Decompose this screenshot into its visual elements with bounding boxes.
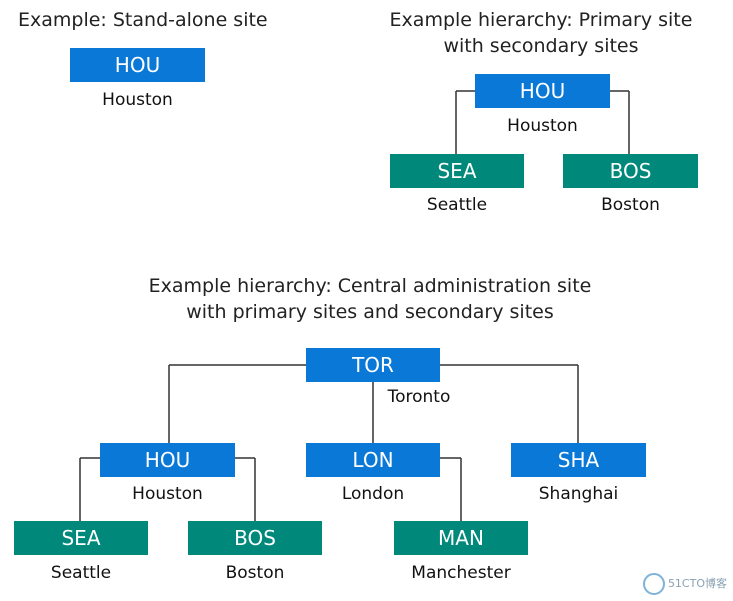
site-box-central-bos: BOS bbox=[188, 521, 322, 555]
title-central-hierarchy: Example hierarchy: Central administratio… bbox=[100, 273, 640, 325]
title-primary-line2: with secondary sites bbox=[443, 35, 639, 57]
site-label-primary-seattle: Seattle bbox=[426, 195, 488, 215]
site-box-standalone-hou: HOU bbox=[70, 48, 205, 82]
wave-logo-icon bbox=[642, 573, 665, 595]
site-label-central-london: London bbox=[341, 484, 405, 504]
title-standalone: Example: Stand-alone site bbox=[18, 9, 268, 31]
site-box-central-tor: TOR bbox=[306, 348, 440, 382]
site-label-central-boston: Boston bbox=[225, 563, 285, 583]
site-box-central-man: MAN bbox=[394, 521, 528, 555]
site-box-central-sha: SHA bbox=[511, 443, 646, 477]
site-label-primary-houston: Houston bbox=[507, 116, 578, 136]
site-box-central-lon: LON bbox=[306, 443, 440, 477]
title-primary-line1: Example hierarchy: Primary site bbox=[389, 9, 693, 31]
site-label-central-houston: Houston bbox=[132, 484, 203, 504]
site-box-primary-hou: HOU bbox=[475, 74, 610, 108]
site-box-primary-bos: BOS bbox=[563, 154, 698, 188]
site-label-central-toronto: Toronto bbox=[387, 387, 451, 407]
title-primary-hierarchy: Example hierarchy: Primary site with sec… bbox=[361, 7, 721, 59]
site-label-standalone-houston: Houston bbox=[102, 90, 173, 110]
site-label-central-seattle: Seattle bbox=[50, 563, 112, 583]
site-label-central-manchester: Manchester bbox=[411, 563, 511, 583]
site-label-primary-boston: Boston bbox=[601, 195, 660, 215]
watermark: 51CTO博客 bbox=[642, 573, 727, 595]
site-box-central-sea: SEA bbox=[14, 521, 148, 555]
watermark-text: 51CTO博客 bbox=[667, 577, 727, 590]
site-label-central-shanghai: Shanghai bbox=[538, 484, 619, 504]
site-box-primary-sea: SEA bbox=[390, 154, 524, 188]
site-box-central-hou: HOU bbox=[100, 443, 235, 477]
title-central-line1: Example hierarchy: Central administratio… bbox=[148, 275, 592, 297]
title-central-line2: with primary sites and secondary sites bbox=[186, 301, 554, 323]
